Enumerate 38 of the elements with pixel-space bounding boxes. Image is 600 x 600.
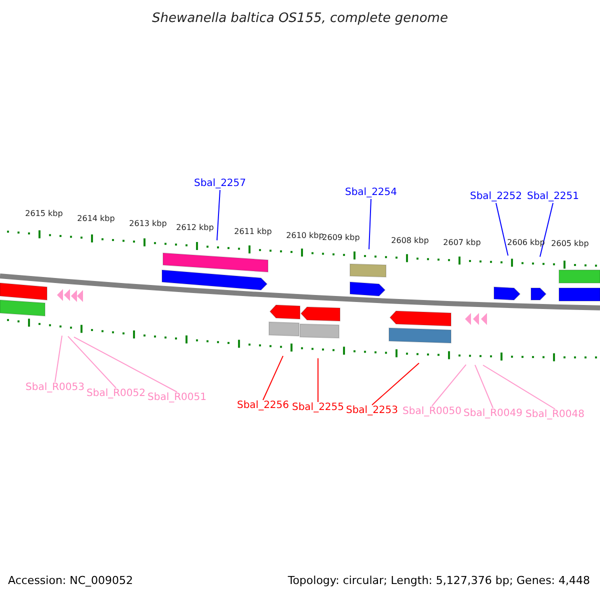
tick-label: 2609 kbp [322, 233, 360, 244]
gene-label: Sbal_R0052 [86, 388, 146, 400]
gene-label: Sbal_2253 [346, 405, 398, 417]
leader-line [74, 336, 178, 392]
tick-label: 2611 kbp [234, 226, 272, 238]
leader-line [540, 202, 554, 258]
tick-label: 2615 kbp [25, 208, 63, 220]
tick-label: 2607 kbp [443, 237, 481, 249]
tick-label: 2605 kbp [551, 238, 589, 250]
gene-label: Sbal_R0048 [526, 409, 584, 421]
leader-line [496, 202, 508, 256]
gene-label: Sbal_R0049 [464, 408, 522, 420]
tick-label: 2612 kbp [176, 222, 214, 234]
gene-label: Sbal_2251 [526, 191, 580, 203]
leader-line [372, 362, 420, 406]
gene-label: Sbal_R0053 [26, 382, 84, 394]
leader-line [68, 336, 116, 388]
gene-label: Sbal_R0051 [148, 392, 206, 404]
leader-line [432, 364, 466, 406]
leader-line [474, 364, 494, 408]
gene-label: Sbal_R0050 [402, 406, 462, 418]
gene-label: Sbal_2255 [292, 402, 344, 414]
gene-label: Sbal_2252 [470, 191, 522, 203]
tick-label: 2613 kbp [129, 218, 167, 230]
leader-line [54, 335, 62, 382]
leader-line [262, 355, 284, 400]
tick-label: 2610 kbp [286, 230, 324, 240]
gene-label: Sbal_2256 [236, 400, 290, 412]
genome-info-text: Topology: circular; Length: 5,127,376 bp; Genes: 4,448 [288, 573, 590, 589]
leader-line [368, 198, 372, 250]
leader-line [216, 190, 220, 241]
leader-line [482, 364, 556, 410]
tick-label: 2614 kbp [77, 213, 115, 225]
title: Shewanella baltica OS155, complete genome [151, 10, 449, 28]
gene-label: Sbal_2257 [194, 178, 246, 190]
tick-label: 2608 kbp [391, 235, 429, 247]
gene-label: Sbal_2254 [344, 187, 398, 199]
accession-text: Accession: NC_009052 [8, 573, 134, 589]
